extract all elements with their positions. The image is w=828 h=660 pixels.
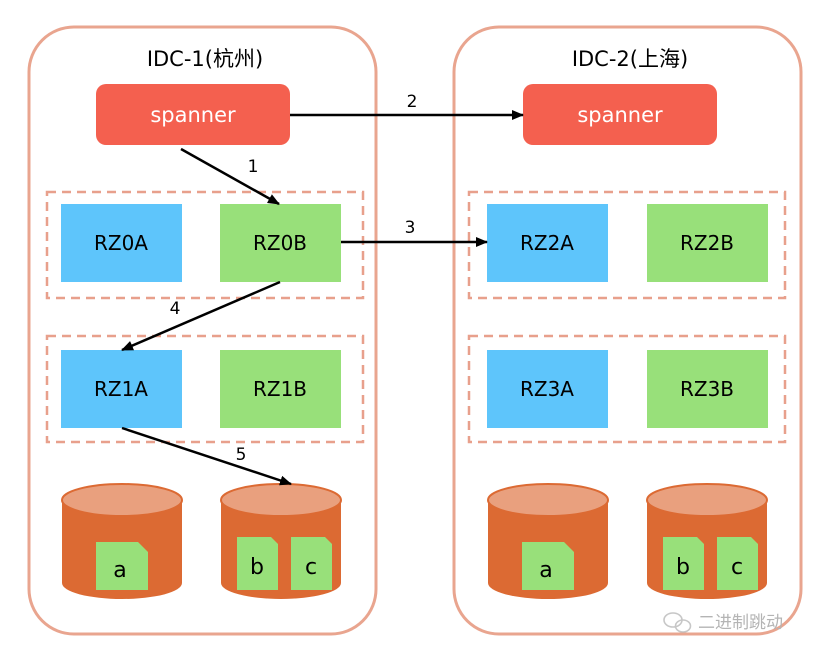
zone-rz0a [61, 204, 182, 282]
arrow-4-label: 4 [170, 299, 181, 319]
file-icon-idc2-b [663, 537, 704, 590]
file-label-idc2-a: a [539, 558, 552, 583]
file-label-idc1-b: b [250, 555, 264, 580]
file-icon-idc2-a [522, 542, 574, 590]
zone-rz2b [647, 204, 768, 282]
zone-rz1a-label: RZ1A [94, 377, 148, 401]
zone-rz1b [220, 350, 341, 428]
zone-rz0b-label: RZ0B [253, 231, 307, 255]
idc1-group-1 [45, 190, 365, 300]
zone-rz1b-label: RZ1B [253, 377, 307, 401]
file-icon-idc1-a [96, 542, 148, 590]
arrow-4 [121, 280, 281, 352]
file-icon-idc2-c [717, 537, 758, 590]
zone-rz2b-label: RZ2B [680, 231, 734, 255]
idc2-group-1 [467, 190, 787, 300]
idc2-container [452, 25, 803, 636]
arrow-5-label: 5 [236, 445, 247, 465]
idc2-title: IDC-2(上海) [572, 47, 688, 71]
arrow-3-label: 3 [405, 218, 416, 238]
idc2-spanner-label: spanner [577, 103, 663, 127]
arrow-2-label: 2 [407, 92, 418, 112]
file-label-idc1-c: c [305, 555, 317, 580]
idc1-spanner-label: spanner [150, 103, 236, 127]
zone-rz3a-label: RZ3A [520, 377, 574, 401]
file-label-idc1-a: a [113, 558, 126, 583]
idc1-spanner-box [96, 84, 290, 145]
zone-rz3b [647, 350, 768, 428]
watermark-text: 二进制跳动 [698, 613, 783, 633]
file-icon-idc1-b [237, 537, 278, 590]
arrow-5 [121, 426, 292, 486]
zone-rz3a [487, 350, 608, 428]
zone-rz0b [220, 204, 341, 282]
idc1-title: IDC-1(杭州) [147, 47, 263, 71]
file-label-idc2-c: c [731, 555, 743, 580]
file-icon-idc1-c [291, 537, 332, 590]
file-label-idc2-b: b [676, 555, 690, 580]
zone-rz2a [487, 204, 608, 282]
zone-rz3b-label: RZ3B [680, 377, 734, 401]
arrow-1 [180, 147, 280, 206]
idc1-group-2 [45, 334, 365, 444]
zone-rz0a-label: RZ0A [94, 231, 148, 255]
idc2-group-2 [467, 334, 787, 444]
idc2-spanner-box [523, 84, 717, 145]
arrow-1-label: 1 [248, 157, 259, 177]
wechat-logo-icon [663, 612, 692, 633]
zone-rz2a-label: RZ2A [520, 231, 574, 255]
zone-rz1a [61, 350, 182, 428]
